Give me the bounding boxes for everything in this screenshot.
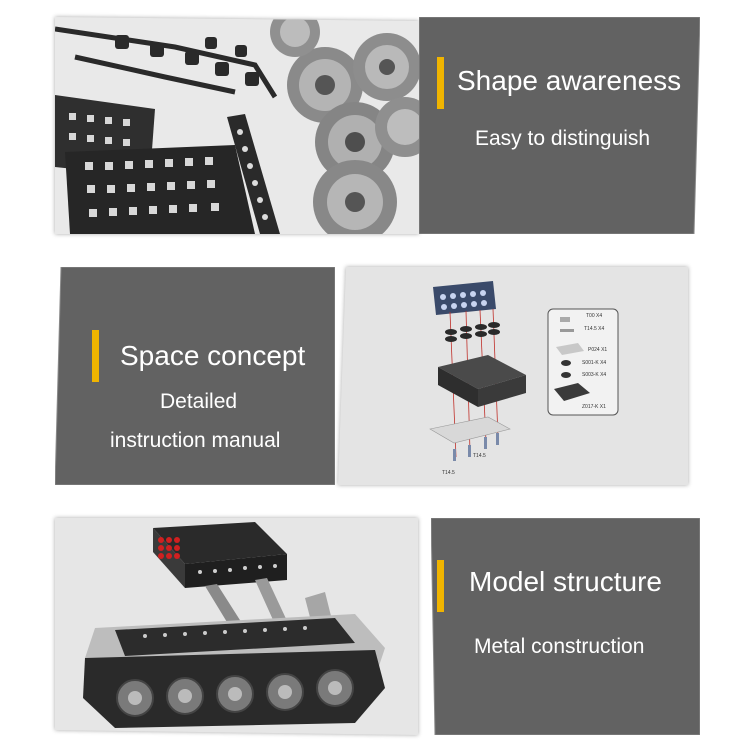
part-label: S001-K X4 [582, 360, 607, 366]
feature-panel-shape-awareness: Shape awareness Easy to distinguish [419, 17, 700, 234]
screw-label: T14.5 [473, 453, 486, 459]
feature-title: Shape awareness [457, 65, 682, 96]
screw-label: T14.5 [442, 470, 455, 476]
part-label: T00 X4 [586, 313, 603, 319]
feature-panel-space-concept: Space concept Detailed instruction manua… [55, 267, 335, 485]
feature-subtitle-line-1: Detailed [160, 390, 238, 413]
part-label: S003-K X4 [582, 372, 607, 378]
accent-bar [437, 57, 444, 109]
part-label: Z017-K X1 [582, 404, 606, 410]
feature-panel-model-structure: Model structure Metal construction [431, 518, 700, 735]
feature-title: Space concept [120, 340, 306, 371]
feature-title: Model structure [469, 566, 662, 597]
parts-photo [55, 17, 419, 234]
feature-subtitle: Easy to distinguish [475, 127, 651, 150]
accent-bar [92, 330, 99, 382]
accent-bar [437, 560, 444, 612]
part-label: P024 X1 [588, 347, 608, 353]
part-label: T14.5 X4 [584, 326, 605, 332]
feature-subtitle-line-2: instruction manual [110, 429, 281, 452]
instruction-diagram: T00 X4 T14.5 X4 P024 X1 S001-K X4 S003-K… [338, 267, 688, 485]
rocket-tank-model-photo [55, 518, 418, 735]
feature-subtitle: Metal construction [474, 635, 645, 658]
